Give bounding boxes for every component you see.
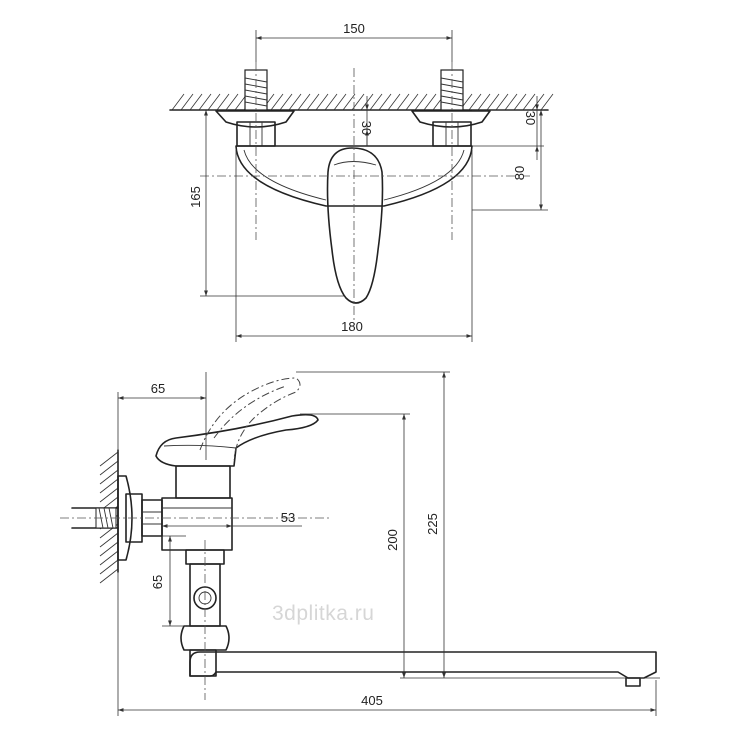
dim-line-200: [300, 413, 410, 678]
dim-line-65-side: [162, 535, 186, 627]
escutcheon-left: [215, 110, 295, 128]
lever-handle-top: [326, 147, 384, 304]
dim-line-30-right: [472, 96, 544, 160]
dim-line-180: [235, 150, 473, 342]
dim-label-165: 165: [188, 186, 203, 208]
dim-label-150: 150: [343, 21, 365, 36]
dim-line-150: [255, 30, 453, 62]
side-spout: [189, 651, 657, 679]
dim-label-405: 405: [361, 693, 383, 708]
side-view: 65 53 65 200 225: [60, 371, 660, 716]
dim-label-30-right: 30: [523, 111, 538, 125]
side-lever-open-ghost: [199, 377, 301, 461]
dim-label-53: 53: [281, 510, 295, 525]
dim-label-225: 225: [425, 513, 440, 535]
dim-line-80: [472, 110, 548, 211]
spout-aerator: [625, 677, 641, 687]
watermark: 3dplitka.ru: [272, 602, 374, 625]
side-escutcheon: [117, 475, 133, 561]
dim-label-65-top: 65: [151, 381, 165, 396]
centerlines-side: [60, 517, 330, 700]
side-mixer-body: [161, 497, 233, 551]
dim-label-30-left: 30: [359, 121, 374, 135]
dim-label-200: 200: [385, 529, 400, 551]
dim-line-405: [117, 572, 657, 716]
dim-line-165: [200, 109, 345, 297]
centerlines-top: [200, 62, 530, 320]
dim-label-180: 180: [341, 319, 363, 334]
dim-line-225: [296, 371, 450, 678]
dim-label-80: 80: [512, 166, 527, 180]
side-lever-closed: [155, 413, 319, 467]
wall-hatching-top: [169, 93, 554, 111]
escutcheon-right: [411, 110, 491, 128]
dim-label-65-side: 65: [150, 575, 165, 589]
dim-line-65-top: [117, 372, 207, 460]
mixer-body-top: [235, 145, 473, 207]
top-view: 150 30 30 80 165: [169, 21, 554, 342]
